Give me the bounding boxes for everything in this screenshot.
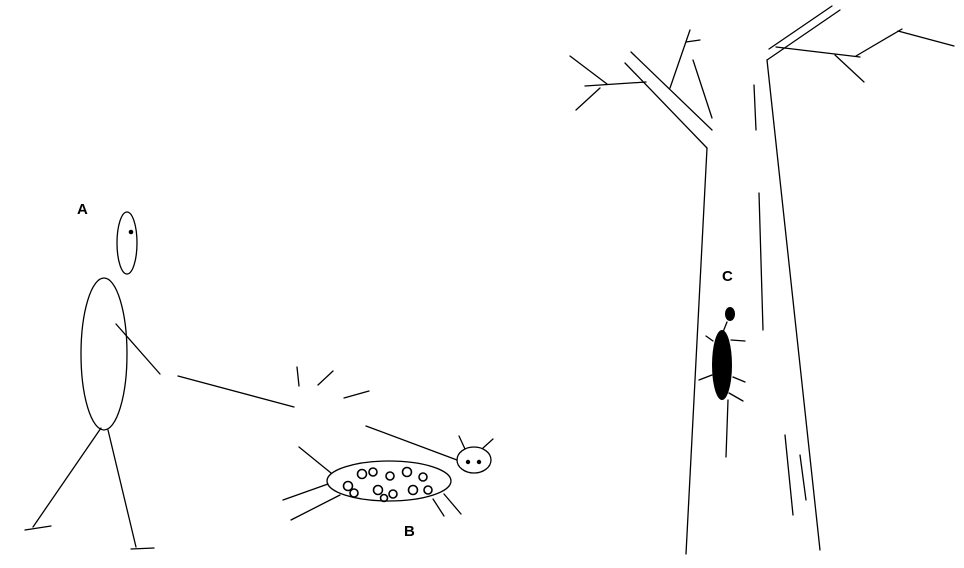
label-c: C	[722, 268, 733, 285]
person-leg-front	[107, 429, 137, 548]
beetle-head	[725, 307, 735, 321]
person-body	[80, 277, 128, 431]
ladybug-eye-right	[476, 459, 482, 465]
person-foot-back	[24, 525, 52, 531]
ladybug-spots	[342, 466, 433, 503]
tree	[569, 5, 955, 555]
ladybug-antenna-left	[458, 435, 466, 450]
label-b: B	[404, 523, 415, 540]
ladybug-eye-left	[465, 459, 471, 465]
beetle	[698, 307, 746, 402]
person-leg-back	[32, 427, 102, 528]
ladybug	[282, 425, 494, 521]
stick-figure-person	[24, 211, 161, 550]
ladybug-antenna-right	[482, 438, 494, 449]
person-eye	[128, 229, 134, 235]
ladybug-body	[326, 460, 452, 502]
label-a: A	[77, 201, 88, 218]
beetle-legs	[698, 335, 746, 402]
person-arm	[115, 323, 161, 375]
impact-lines	[296, 366, 370, 399]
trunk-left-edge	[685, 147, 708, 555]
trunk-right-edge	[766, 59, 821, 551]
beetle-body	[712, 330, 732, 400]
ladybug-head	[456, 446, 492, 474]
poking-stick	[177, 375, 295, 408]
person-head	[116, 211, 138, 275]
ladybug-long-antenna	[365, 425, 458, 461]
ladybug-legs	[282, 446, 462, 521]
person-foot-front	[130, 547, 155, 550]
